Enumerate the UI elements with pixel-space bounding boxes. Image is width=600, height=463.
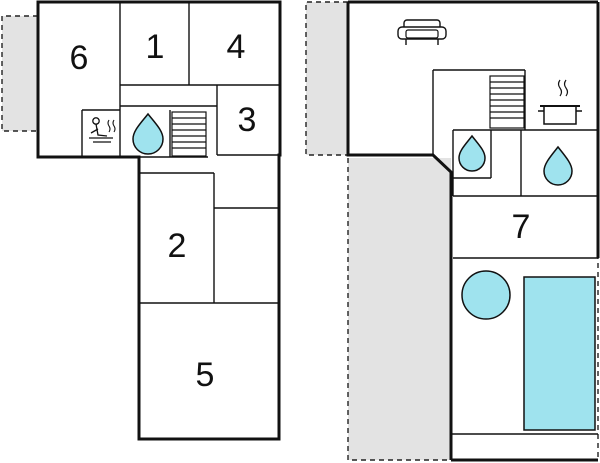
room-1-label: 1 (146, 28, 165, 66)
ground-floor-interior-walls (81, 2, 280, 304)
water-drop-icon (132, 112, 164, 155)
shaded-area (348, 158, 451, 460)
terrace-dashed-area (1, 15, 38, 132)
stairs-icon (171, 111, 207, 157)
room-4-label: 4 (227, 28, 246, 66)
water-drop-icon (543, 145, 573, 186)
room-2-label: 2 (168, 227, 187, 265)
room-7-label: 7 (512, 208, 531, 246)
room-3-label: 3 (238, 101, 257, 139)
sofa-icon (397, 19, 447, 45)
cooking-pot-icon (538, 79, 582, 125)
upper-floor-plan: 7 (305, 0, 600, 462)
stairs-icon (489, 75, 525, 129)
ground-floor-plan: 6 1 4 3 2 5 (1, 0, 282, 441)
balcony-dashed-area (305, 1, 348, 156)
sauna-icon (89, 117, 116, 143)
round-table-icon (461, 270, 511, 320)
water-drop-icon (458, 134, 486, 172)
upper-floor-interior-walls (432, 69, 598, 259)
ground-floor-outer-wall (36, 0, 282, 441)
room-6-label: 6 (70, 39, 89, 77)
pool-icon (523, 276, 596, 431)
room-5-label: 5 (196, 356, 215, 394)
